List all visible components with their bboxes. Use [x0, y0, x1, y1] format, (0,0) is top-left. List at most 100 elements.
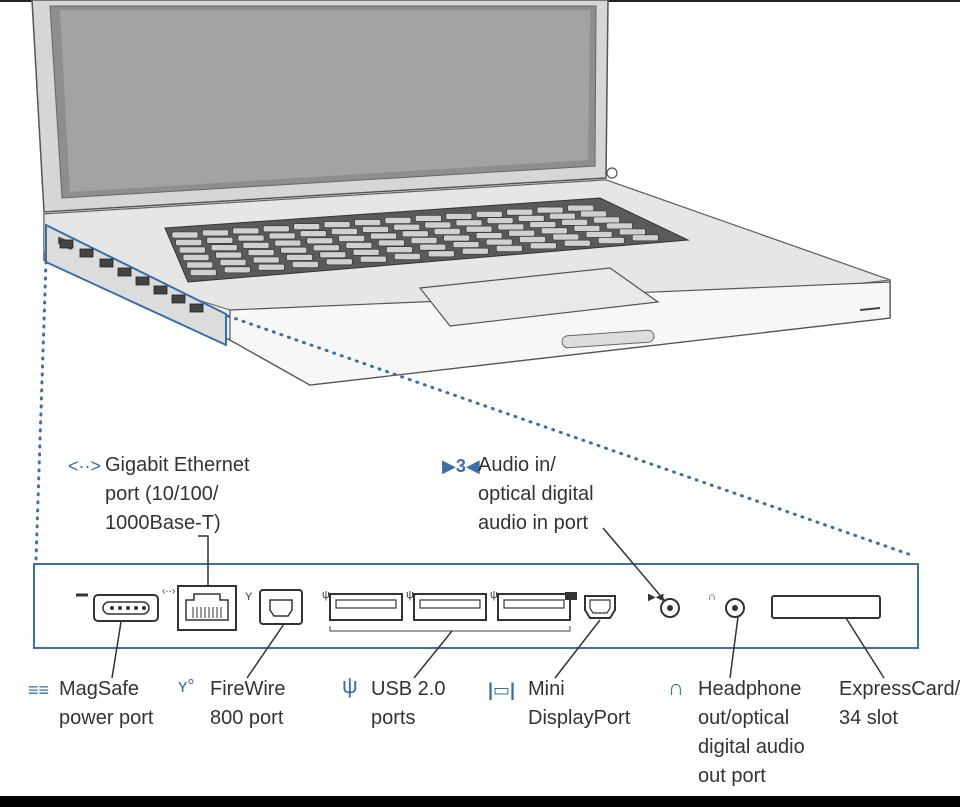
side-port-mini: [117, 267, 132, 277]
audio-in-label: Audio in/ optical digital audio in port: [478, 454, 594, 534]
keyboard-key: [529, 221, 557, 228]
side-port-mini: [171, 294, 186, 304]
keyboard-key: [359, 255, 387, 263]
keyboard-key: [540, 227, 568, 235]
side-port-mini: [135, 276, 150, 286]
firewire-icon: ʏ°: [178, 676, 195, 696]
keyboard-key: [475, 232, 503, 239]
headphone-label: Headphone out/optical digital audio out …: [698, 678, 805, 787]
laptop-base: [43, 179, 891, 386]
side-port-mini: [99, 258, 114, 268]
keyboard-key: [182, 254, 210, 261]
usb-ports: ψ ψ ψ: [322, 589, 571, 632]
keyboard-key: [210, 244, 238, 251]
keyboard-key: [257, 263, 285, 271]
ethernet-label: Gigabit Ethernet port (10/100/ 1000Base-…: [105, 454, 250, 534]
keyboard-key: [410, 237, 438, 244]
keyboard-key: [573, 225, 601, 232]
keyboard-key: [597, 237, 625, 244]
keyboard-key: [393, 253, 421, 260]
keyboard-key: [427, 250, 455, 258]
keyboard-key: [323, 221, 351, 228]
keyboard-key: [519, 236, 546, 243]
usb-label: USB 2.0 ports: [371, 678, 446, 729]
keyboard-key: [415, 215, 442, 222]
trackpad: [418, 267, 660, 327]
keyboard-key: [549, 212, 576, 220]
keyboard-key: [552, 233, 580, 241]
keyboard-key: [354, 219, 381, 226]
zoom-connector-lines: [34, 260, 916, 562]
keyboard-key: [299, 230, 327, 237]
keyboard: [171, 204, 659, 276]
keyboard-key: [242, 242, 270, 249]
keyboard-key: [190, 269, 217, 276]
laptop-lid: [31, 0, 618, 213]
svg-text:ψ: ψ: [322, 589, 330, 601]
keyboard-key: [506, 208, 534, 216]
keyboard-key: [529, 242, 557, 250]
keyboard-key: [619, 228, 646, 236]
keyboard-key: [224, 266, 251, 274]
keyboard-key: [362, 226, 389, 233]
svg-text:‹··›: ‹··›: [162, 586, 175, 597]
keyboard-key: [293, 223, 321, 230]
usb-icon: ψ: [342, 673, 358, 698]
keyboard-key: [252, 256, 280, 264]
keyboard-key: [206, 237, 234, 244]
keyboard-key: [508, 229, 536, 237]
keyboard-key: [232, 227, 260, 235]
mini-displayport: [565, 592, 616, 619]
keyboard-key: [345, 242, 373, 249]
svg-text:ψ: ψ: [406, 589, 414, 601]
keyboard-key: [517, 215, 545, 222]
expresscard-slot: [771, 595, 881, 619]
keyboard-key: [247, 249, 275, 256]
keyboard-key: [175, 239, 202, 246]
keyboard-key: [268, 232, 296, 240]
magsafe-label: MagSafe power port: [59, 678, 154, 729]
svg-text:Y: Y: [245, 591, 253, 603]
keyboard-key: [606, 222, 633, 230]
keyboard-key: [424, 221, 452, 229]
keyboard-key: [280, 246, 308, 254]
keyboard-key: [393, 223, 421, 231]
keyboard-key: [306, 237, 334, 245]
bottom-border: [0, 796, 960, 807]
keyboard-key: [433, 228, 461, 235]
keyboard-key: [319, 251, 347, 259]
leader-lines: [111, 527, 885, 679]
keyboard-key: [585, 231, 613, 238]
svg-text:ψ: ψ: [490, 589, 498, 601]
keyboard-key: [274, 239, 302, 247]
side-port-mini: [153, 285, 168, 295]
keyboard-key: [497, 223, 525, 231]
headphone-icon: ∩: [668, 675, 684, 700]
keyboard-key: [567, 204, 594, 212]
keyboard-key: [563, 239, 591, 247]
power-button: [606, 167, 618, 179]
keyboard-key: [237, 234, 265, 242]
keyboard-key: [631, 234, 659, 242]
keyboard-key: [561, 219, 588, 226]
side-port-mini: [79, 248, 94, 258]
audio-in-icon: ▶3◀: [442, 456, 480, 476]
side-port-mini: [189, 303, 204, 313]
keyboard-key: [286, 254, 313, 261]
firewire-label: FireWire 800 port: [210, 678, 286, 729]
keyboard-key: [384, 217, 412, 224]
keyboard-key: [312, 244, 340, 252]
keyboard-key: [331, 228, 358, 235]
keyboard-key: [465, 225, 493, 233]
keyboard-key: [262, 225, 290, 233]
keyboard-key: [215, 251, 242, 259]
ethernet-icon: <··>: [68, 456, 102, 476]
magsafe-power-icon: ≡≡: [28, 680, 50, 700]
keyboard-key: [486, 217, 514, 224]
keyboard-key: [443, 234, 470, 242]
headphone-port: ∩: [708, 591, 745, 618]
keyboard-key: [386, 246, 413, 253]
ethernet-port: ‹··›: [162, 585, 237, 631]
keyboard-key: [445, 213, 473, 220]
